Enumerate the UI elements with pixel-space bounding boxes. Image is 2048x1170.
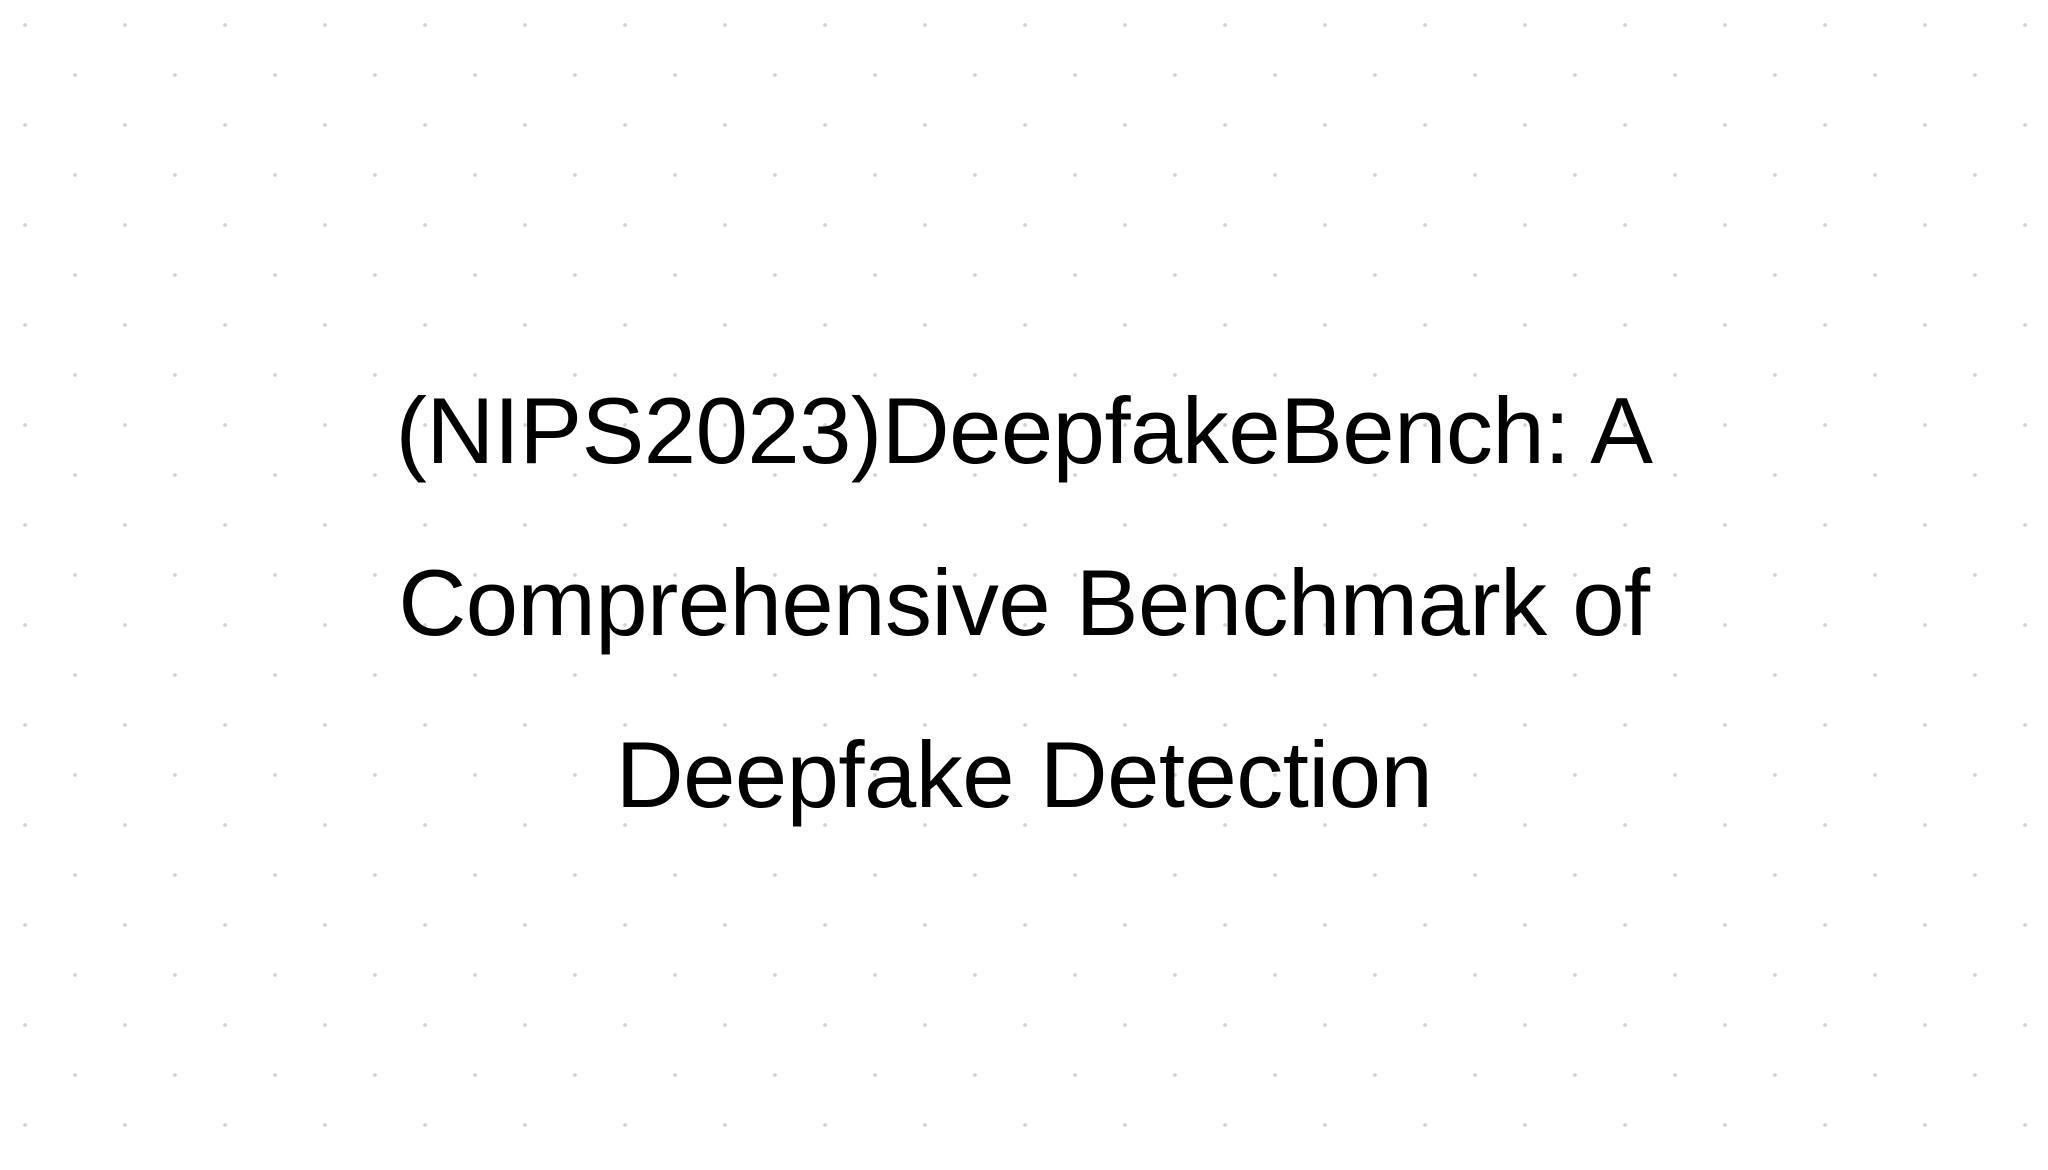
- page-title: (NIPS2023)DeepfakeBench: A Comprehensive…: [0, 345, 2048, 861]
- title-line-2: Comprehensive Benchmark of: [398, 550, 1650, 655]
- title-line-1: (NIPS2023)DeepfakeBench: A: [395, 378, 1653, 483]
- title-line-3: Deepfake Detection: [615, 722, 1433, 827]
